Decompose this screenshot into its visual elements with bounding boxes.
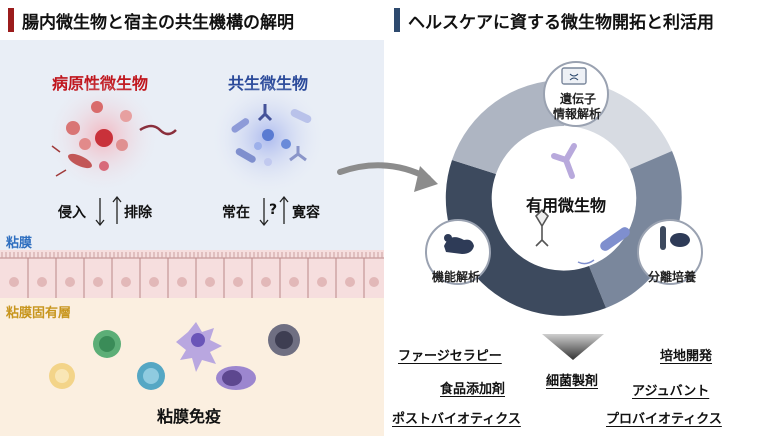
petri-dish-icon (670, 233, 690, 247)
keyword-phage-therapy: ファージセラピー (398, 349, 502, 364)
output-arrow (542, 334, 604, 360)
keyword-food-additive: 食品添加剤 (440, 382, 506, 397)
connector-arrow (337, 162, 438, 192)
keyword-adjuvant: アジュバント (632, 384, 710, 399)
symbiotic-microbe-cluster (210, 80, 326, 196)
pathogenic-microbe-cluster (45, 78, 177, 194)
keyword-probiotics: プロバイオティクス (606, 412, 722, 427)
immune-cells-illustration (49, 322, 300, 390)
mucosa-label: 粘膜 (6, 236, 33, 251)
residence-label: 常在 (222, 205, 250, 221)
epithelial-cell-layer (0, 250, 384, 298)
right-title-text: ヘルスケアに資する微生物開拓と利活用 (408, 12, 714, 33)
cycle-segment-functional (445, 160, 606, 316)
keyword-medium-development: 培地開発 (660, 349, 713, 364)
genetic-analysis-node (543, 61, 609, 127)
lamina-propria-label: 粘膜固有層 (6, 306, 72, 321)
left-title-text: 腸内微生物と宿主の共生機構の解明 (22, 12, 294, 33)
left-panel-title: 腸内微生物と宿主の共生機構の解明 (8, 6, 294, 34)
left-title-accent-bar (8, 8, 14, 32)
genetic-analysis-label-line1: 遺伝子 (560, 92, 597, 106)
exclusion-label: 排除 (124, 205, 152, 221)
center-circle (494, 128, 634, 268)
mouse-icon (444, 237, 474, 254)
right-panel-title: ヘルスケアに資する微生物開拓と利活用 (394, 6, 714, 34)
useful-microbes-label: 有用微生物 (526, 196, 607, 215)
right-title-accent-bar (394, 8, 400, 32)
interaction-arrows (95, 195, 289, 227)
mucosal-immunity-label: 粘膜免疫 (157, 407, 222, 426)
genetic-analysis-label-line2: 情報解析 (553, 107, 602, 121)
question-mark-label: ? (269, 202, 278, 218)
keyword-postbiotics: ポストバイオティクス (392, 412, 521, 427)
microbe-illustration (45, 78, 326, 227)
test-tube-icon (660, 226, 666, 250)
cycle-segment-transition (452, 79, 564, 174)
functional-analysis-label: 機能解析 (432, 270, 481, 284)
invasion-label: 侵入 (58, 205, 86, 221)
isolation-culture-label: 分離培養 (648, 270, 697, 284)
keyword-bacterial-product: 細菌製剤 (546, 374, 599, 389)
tolerance-label: 寛容 (292, 205, 320, 221)
cycle-diagram (425, 61, 703, 316)
cycle-segment-isolation (589, 151, 682, 308)
